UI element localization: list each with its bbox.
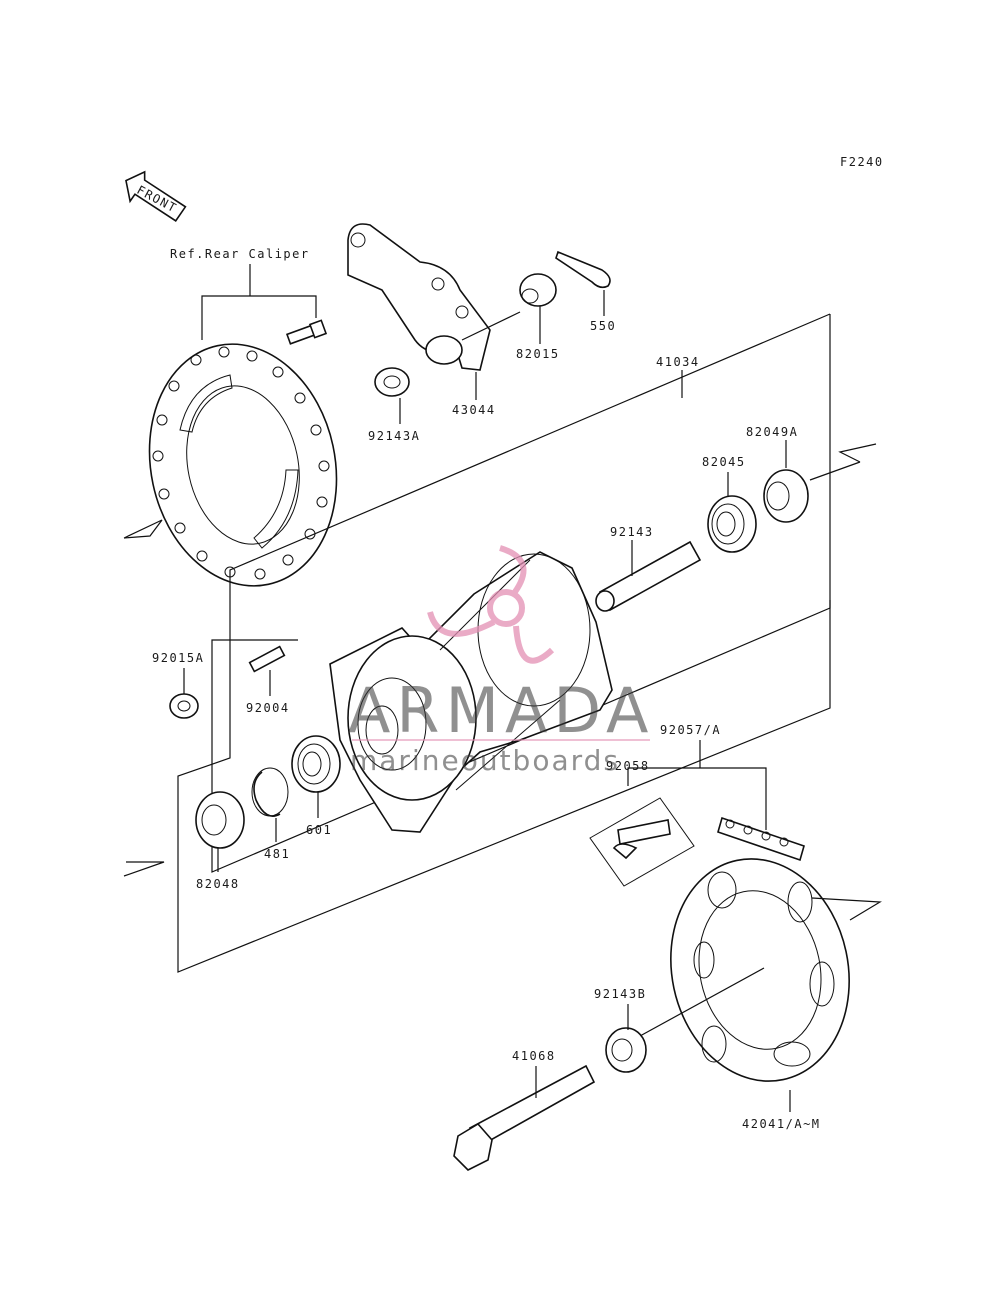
part-label-82049a: 82049A <box>746 425 798 439</box>
part-label-92143: 92143 <box>610 525 654 539</box>
part-label-43044: 43044 <box>452 403 496 417</box>
drive-chain <box>717 816 805 862</box>
armada-logo-icon <box>427 545 555 664</box>
circlip-481 <box>251 767 289 817</box>
oil-seal-82049a <box>763 469 809 523</box>
part-label-41034: 41034 <box>656 355 700 369</box>
watermark-brand: ARMADA <box>348 674 654 747</box>
watermark-tagline: marineoutboards <box>350 744 620 777</box>
ref-bracket-line <box>201 295 317 340</box>
part-label-92057a: 92057/A <box>660 723 721 737</box>
cotter-pin-550 <box>555 250 611 289</box>
bearing-601 <box>291 735 341 793</box>
spacer-tube-92143 <box>595 540 702 612</box>
armada-watermark: ARMADA marineoutboards <box>348 545 654 777</box>
bearing-82045 <box>707 495 757 553</box>
collar-92143b <box>605 1027 647 1073</box>
part-label-481: 481 <box>264 847 290 861</box>
hub-assembly-frame <box>211 314 831 873</box>
nut-82015 <box>519 273 557 307</box>
oil-seal-82048 <box>195 791 245 849</box>
rear-wheel-hub <box>329 551 613 833</box>
caliper-bracket <box>347 223 491 371</box>
brake-disc <box>148 343 338 587</box>
part-label-550: 550 <box>590 319 616 333</box>
ref-rear-caliper-label: Ref.Rear Caliper <box>170 247 310 261</box>
part-label-82015: 82015 <box>516 347 560 361</box>
part-label-41068: 41068 <box>512 1049 556 1063</box>
stud-92004 <box>248 645 286 673</box>
figure-code: F2240 <box>840 155 884 169</box>
part-label-601: 601 <box>306 823 332 837</box>
part-label-92015a: 92015A <box>152 651 204 665</box>
caliper-bolt <box>285 319 328 345</box>
front-arrow-icon: FRONT <box>125 170 187 222</box>
part-label-42041: 42041/A~M <box>742 1117 821 1131</box>
collar-92143a <box>374 367 410 397</box>
axle-bolt-41068 <box>453 1064 596 1171</box>
nut-92015a <box>169 693 199 719</box>
part-label-82048: 82048 <box>196 877 240 891</box>
master-link-92058 <box>589 797 695 887</box>
part-label-82045: 82045 <box>702 455 746 469</box>
part-label-92058: 92058 <box>606 759 650 773</box>
part-label-92143b: 92143B <box>594 987 646 1001</box>
part-label-92143a: 92143A <box>368 429 420 443</box>
part-label-92004: 92004 <box>246 701 290 715</box>
